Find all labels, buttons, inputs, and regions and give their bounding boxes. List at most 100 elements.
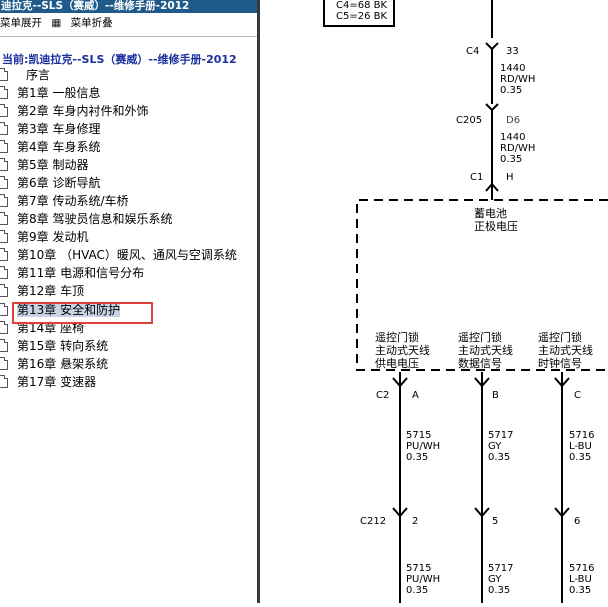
module-label: 遥控门锁	[458, 330, 502, 344]
wire-label: 0.35	[500, 85, 522, 96]
menu-expand[interactable]: 菜单展开	[0, 17, 42, 29]
highlight-box	[12, 302, 153, 324]
connector-label: C205	[456, 115, 482, 126]
module-label: 遥控门锁	[538, 330, 582, 344]
pin-label: 6	[574, 516, 580, 527]
pane-splitter[interactable]	[257, 0, 260, 603]
chapter-item[interactable]: 第4章 车身系统	[0, 139, 100, 156]
wire-label: PU/WH	[406, 574, 440, 585]
window-title: 迪拉克--SLS（赛威）--维修手册-2012	[0, 0, 257, 13]
chapter-item[interactable]: 第2章 车身内衬件和外饰	[0, 103, 148, 120]
wire-label: 5716	[569, 563, 594, 574]
document-icon	[0, 158, 8, 171]
wire-label: 0.35	[406, 452, 428, 463]
divider	[0, 36, 257, 37]
wire-label: PU/WH	[406, 441, 440, 452]
chapter-item[interactable]: 第8章 驾驶员信息和娱乐系统	[0, 211, 172, 228]
document-icon	[0, 212, 8, 225]
module-label: 主动式天线	[538, 343, 593, 357]
menu-bar: 菜单展开 ▦ 菜单折叠	[0, 15, 119, 33]
document-icon	[0, 68, 8, 81]
chapter-item[interactable]: 第14章 座椅	[0, 320, 84, 337]
wire-label: L-BU	[569, 574, 592, 585]
document-icon	[0, 339, 8, 352]
wire-label: 0.35	[569, 452, 591, 463]
document-icon	[0, 266, 8, 279]
wire-label: 0.35	[488, 452, 510, 463]
signal-wires	[399, 372, 563, 603]
chapter-item[interactable]: 序言	[0, 67, 50, 84]
pin-label: 33	[506, 46, 519, 57]
wire-label: RD/WH	[500, 143, 535, 154]
chapter-item[interactable]: 第6章 诊断导航	[0, 175, 100, 192]
connector-label: C1	[470, 172, 483, 183]
document-icon	[0, 86, 8, 99]
battery-label: 正极电压	[474, 219, 518, 233]
module-box	[356, 199, 608, 371]
document-icon	[0, 176, 8, 189]
chapter-item[interactable]: 第11章 电源和信号分布	[0, 265, 144, 282]
document-icon	[0, 194, 8, 207]
document-icon	[0, 140, 8, 153]
chapter-item[interactable]: 第9章 发动机	[0, 229, 88, 246]
wire-label: 5715	[406, 563, 431, 574]
connector-c212-pins	[392, 507, 570, 518]
connector-label: C2	[376, 390, 389, 401]
connector-label: C212	[360, 516, 386, 527]
wire-label: 5716	[569, 430, 594, 441]
wire-label: GY	[488, 441, 502, 452]
wire-label: 0.35	[406, 585, 428, 596]
wire-label: RD/WH	[500, 74, 535, 85]
grid-icon: ▦	[51, 17, 62, 29]
wire-label: 5717	[488, 563, 513, 574]
chapter-item[interactable]: 第10章 （HVAC）暖风、通风与空调系统	[0, 247, 237, 264]
chapter-item[interactable]: 第12章 车顶	[0, 283, 84, 300]
pin-label: C	[574, 390, 581, 401]
module-label: 数据信号	[458, 356, 502, 370]
module-label: 遥控门锁	[375, 330, 419, 344]
module-label: 主动式天线	[375, 343, 430, 357]
wire-label: L-BU	[569, 441, 592, 452]
wire-label: 0.35	[500, 154, 522, 165]
topbox-line: C5=26 BK	[336, 11, 387, 22]
chapter-item-selected[interactable]: 第13章 安全和防护	[0, 302, 121, 319]
current-location: 当前:凯迪拉克--SLS（赛威）--维修手册-2012	[2, 53, 237, 66]
document-icon	[0, 122, 8, 135]
document-icon	[0, 248, 8, 261]
module-label: 主动式天线	[458, 343, 513, 357]
pin-label: 5	[492, 516, 498, 527]
wire-label: 1440	[500, 63, 525, 74]
pin-label: 2	[412, 516, 418, 527]
document-icon	[0, 303, 8, 316]
module-label: 供电电压	[375, 356, 419, 370]
wire-label: 1440	[500, 132, 525, 143]
wire-label: 5717	[488, 430, 513, 441]
battery-label: 蓄电池	[474, 207, 507, 220]
connector-label: C4	[466, 46, 479, 57]
document-icon	[0, 321, 8, 334]
module-label: 时钟信号	[538, 356, 582, 370]
document-icon	[0, 357, 8, 370]
menu-collapse[interactable]: 菜单折叠	[70, 17, 113, 29]
top-connector-box: C4=68 BK C5=26 BK	[323, 0, 395, 27]
wiring-diagram-pane[interactable]: C4=68 BK C5=26 BK C4 33 1440 RD/WH 0.35 …	[260, 0, 608, 603]
chapter-item[interactable]: 第5章 制动器	[0, 157, 88, 174]
topbox-line: C4=68 BK	[336, 0, 387, 11]
document-icon	[0, 284, 8, 297]
chapter-item[interactable]: 第3章 车身修理	[0, 121, 100, 138]
navigation-pane: 迪拉克--SLS（赛威）--维修手册-2012 菜单展开 ▦ 菜单折叠 当前:凯…	[0, 0, 257, 603]
pin-label: B	[492, 390, 499, 401]
chapter-item[interactable]: 第16章 悬架系统	[0, 356, 108, 373]
wiring-diagram: C4=68 BK C5=26 BK C4 33 1440 RD/WH 0.35 …	[323, 0, 608, 603]
chapter-item[interactable]: 第7章 传动系统/车桥	[0, 193, 129, 210]
chapter-item[interactable]: 第17章 变速器	[0, 374, 96, 391]
wire-label: 0.35	[488, 585, 510, 596]
wire-label: GY	[488, 574, 502, 585]
chapter-item[interactable]: 第15章 转向系统	[0, 338, 108, 355]
chapter-item[interactable]: 第1章 一般信息	[0, 85, 100, 102]
connector-c205: C205 D6	[456, 103, 520, 126]
document-icon	[0, 230, 8, 243]
document-icon	[0, 375, 8, 388]
connector-c1: C1 H	[470, 172, 514, 200]
wire-label: 0.35	[569, 585, 591, 596]
